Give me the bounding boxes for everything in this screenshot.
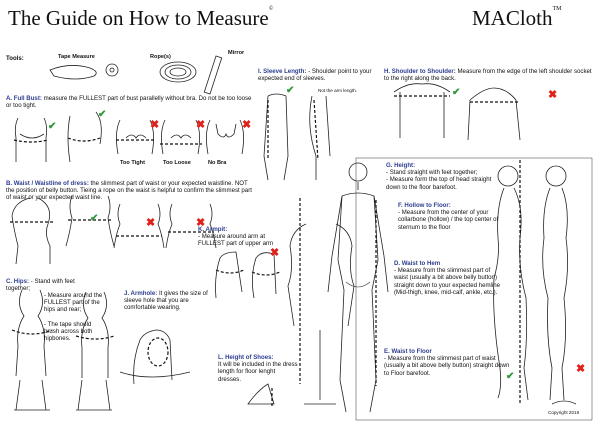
- armhole-text: It gives the size of sleeve hole that yo…: [124, 290, 208, 312]
- full-bust-heading: A. Full Bust:: [6, 95, 42, 102]
- hips-figures: [11, 289, 115, 411]
- tool-mirror: Mirror: [228, 50, 245, 56]
- waist-text: the slimmest part of waist or your expec…: [6, 180, 252, 202]
- copyright-footer: Copyright 2018: [548, 410, 580, 415]
- brand-logo: MAClothTM: [472, 6, 562, 31]
- title-text: The Guide on How to Measure: [8, 6, 269, 30]
- height-line-1: - Stand straight with feet together;: [386, 169, 478, 177]
- shoulder-text: Measure from the edge of the left should…: [384, 68, 592, 83]
- armpit-heading: K. Armpit:: [198, 226, 228, 233]
- check-icon: ✔: [98, 109, 107, 120]
- section-shoulder: H. Shoulder to Shoulder: Measure from th…: [384, 68, 594, 82]
- cross-icon: ✖: [548, 89, 558, 101]
- hollow-to-floor-text: - Measure from the center of your collar…: [398, 209, 499, 231]
- shoulder-figures: [393, 83, 521, 141]
- hips-line-3: - The tape should brush across both hipb…: [44, 321, 93, 343]
- section-waist-to-floor: E. Waist to Floor - Measure from the sli…: [384, 348, 510, 377]
- waist-to-floor-text: - Measure from the slimmest part of wais…: [384, 355, 510, 377]
- check-icon: ✔: [90, 213, 99, 224]
- rope-icon: [159, 61, 197, 83]
- tools-label: Tools:: [6, 55, 24, 62]
- waist-figures: [10, 195, 217, 265]
- waist-to-hem-heading: D. Waist to Hem: [394, 260, 441, 267]
- section-armhole: J. Armhole: It gives the size of sleeve …: [124, 290, 220, 312]
- brand-text: MACloth: [472, 6, 553, 30]
- check-icon: ✔: [48, 121, 57, 132]
- cross-icon: ✖: [576, 363, 586, 375]
- copyright-mark: ©: [268, 6, 274, 12]
- waist-to-floor-heading: E. Waist to Floor: [384, 348, 432, 355]
- cross-icon: ✖: [196, 119, 206, 131]
- section-sleeve-length: I. Sleeve Length: - Shoulder point to yo…: [258, 68, 380, 82]
- cross-icon: ✖: [146, 217, 156, 229]
- body-figures: [247, 157, 593, 421]
- height-of-shoes-heading: L. Height of Shoes:: [218, 354, 274, 361]
- section-waist-to-hem: D. Waist to Hem - Measure from the slimm…: [394, 260, 504, 296]
- hips-line-2: - Measure around the FULLEST part of the…: [44, 292, 103, 314]
- page-title: The Guide on How to Measure©: [8, 6, 273, 31]
- mirror-icon: [203, 55, 223, 95]
- section-height: G. Height: - Stand straight with feet to…: [386, 162, 502, 191]
- waist-to-hem-text: - Measure from the slimmest part of wais…: [394, 267, 501, 296]
- tool-tape-measure: Tape Measure: [58, 54, 95, 60]
- section-waist: B. Waist / Waistline of dress: the slimm…: [6, 180, 256, 202]
- height-of-shoes-text: It will be included in the dress length …: [218, 361, 298, 383]
- sleeve-length-heading: I. Sleeve Length:: [258, 68, 307, 75]
- caption-no-bra: No Bra: [208, 160, 227, 166]
- bust-figures: [13, 111, 244, 163]
- height-heading: G. Height:: [386, 162, 416, 169]
- caption-too-loose: Too Loose: [163, 160, 191, 166]
- sleeve-length-note: Not the arm length.: [318, 88, 358, 93]
- hips-line-1: - Stand with feet together;: [6, 278, 75, 293]
- section-hips: C. Hips: - Stand with feet together;: [6, 278, 94, 292]
- caption-too-tight: Too Tight: [120, 160, 145, 166]
- height-line-2: - Measure form the top of head straight …: [386, 176, 492, 191]
- hollow-to-floor-heading: F. Hollow to Floor:: [398, 202, 451, 209]
- cross-icon: ✖: [242, 119, 252, 131]
- cross-icon: ✖: [150, 119, 160, 131]
- full-bust-text: measure the FULLEST part of bust paralle…: [6, 95, 252, 110]
- armpit-figures: [215, 251, 281, 299]
- armhole-heading: J. Armhole:: [124, 290, 158, 297]
- hips-heading: C. Hips:: [6, 278, 30, 285]
- trademark-mark: TM: [552, 6, 562, 12]
- section-hollow-to-floor: F. Hollow to Floor: - Measure from the c…: [398, 202, 504, 231]
- section-height-of-shoes: L. Height of Shoes: It will be included …: [218, 354, 298, 383]
- sleeve-figures: [263, 93, 331, 181]
- cross-icon: ✖: [196, 217, 206, 229]
- check-icon: ✔: [286, 85, 295, 96]
- armpit-text: - Measure around arm at FULLEST part of …: [198, 233, 274, 248]
- sleeve-length-text: - Shoulder point to your expected end of…: [258, 68, 372, 83]
- check-icon: ✔: [506, 371, 515, 382]
- tape-measure-icon: [49, 63, 119, 80]
- tool-ropes: Rope(s): [150, 54, 171, 60]
- section-armpit: K. Armpit:- Measure around arm at FULLES…: [198, 226, 284, 248]
- section-full-bust: A. Full Bust: measure the FULLEST part o…: [6, 95, 256, 109]
- armhole-figure: [119, 329, 191, 385]
- waist-heading: B. Waist / Waistline of dress:: [6, 180, 89, 187]
- check-icon: ✔: [452, 87, 461, 98]
- cross-icon: ✖: [270, 247, 280, 259]
- shoulder-heading: H. Shoulder to Shoulder:: [384, 68, 456, 75]
